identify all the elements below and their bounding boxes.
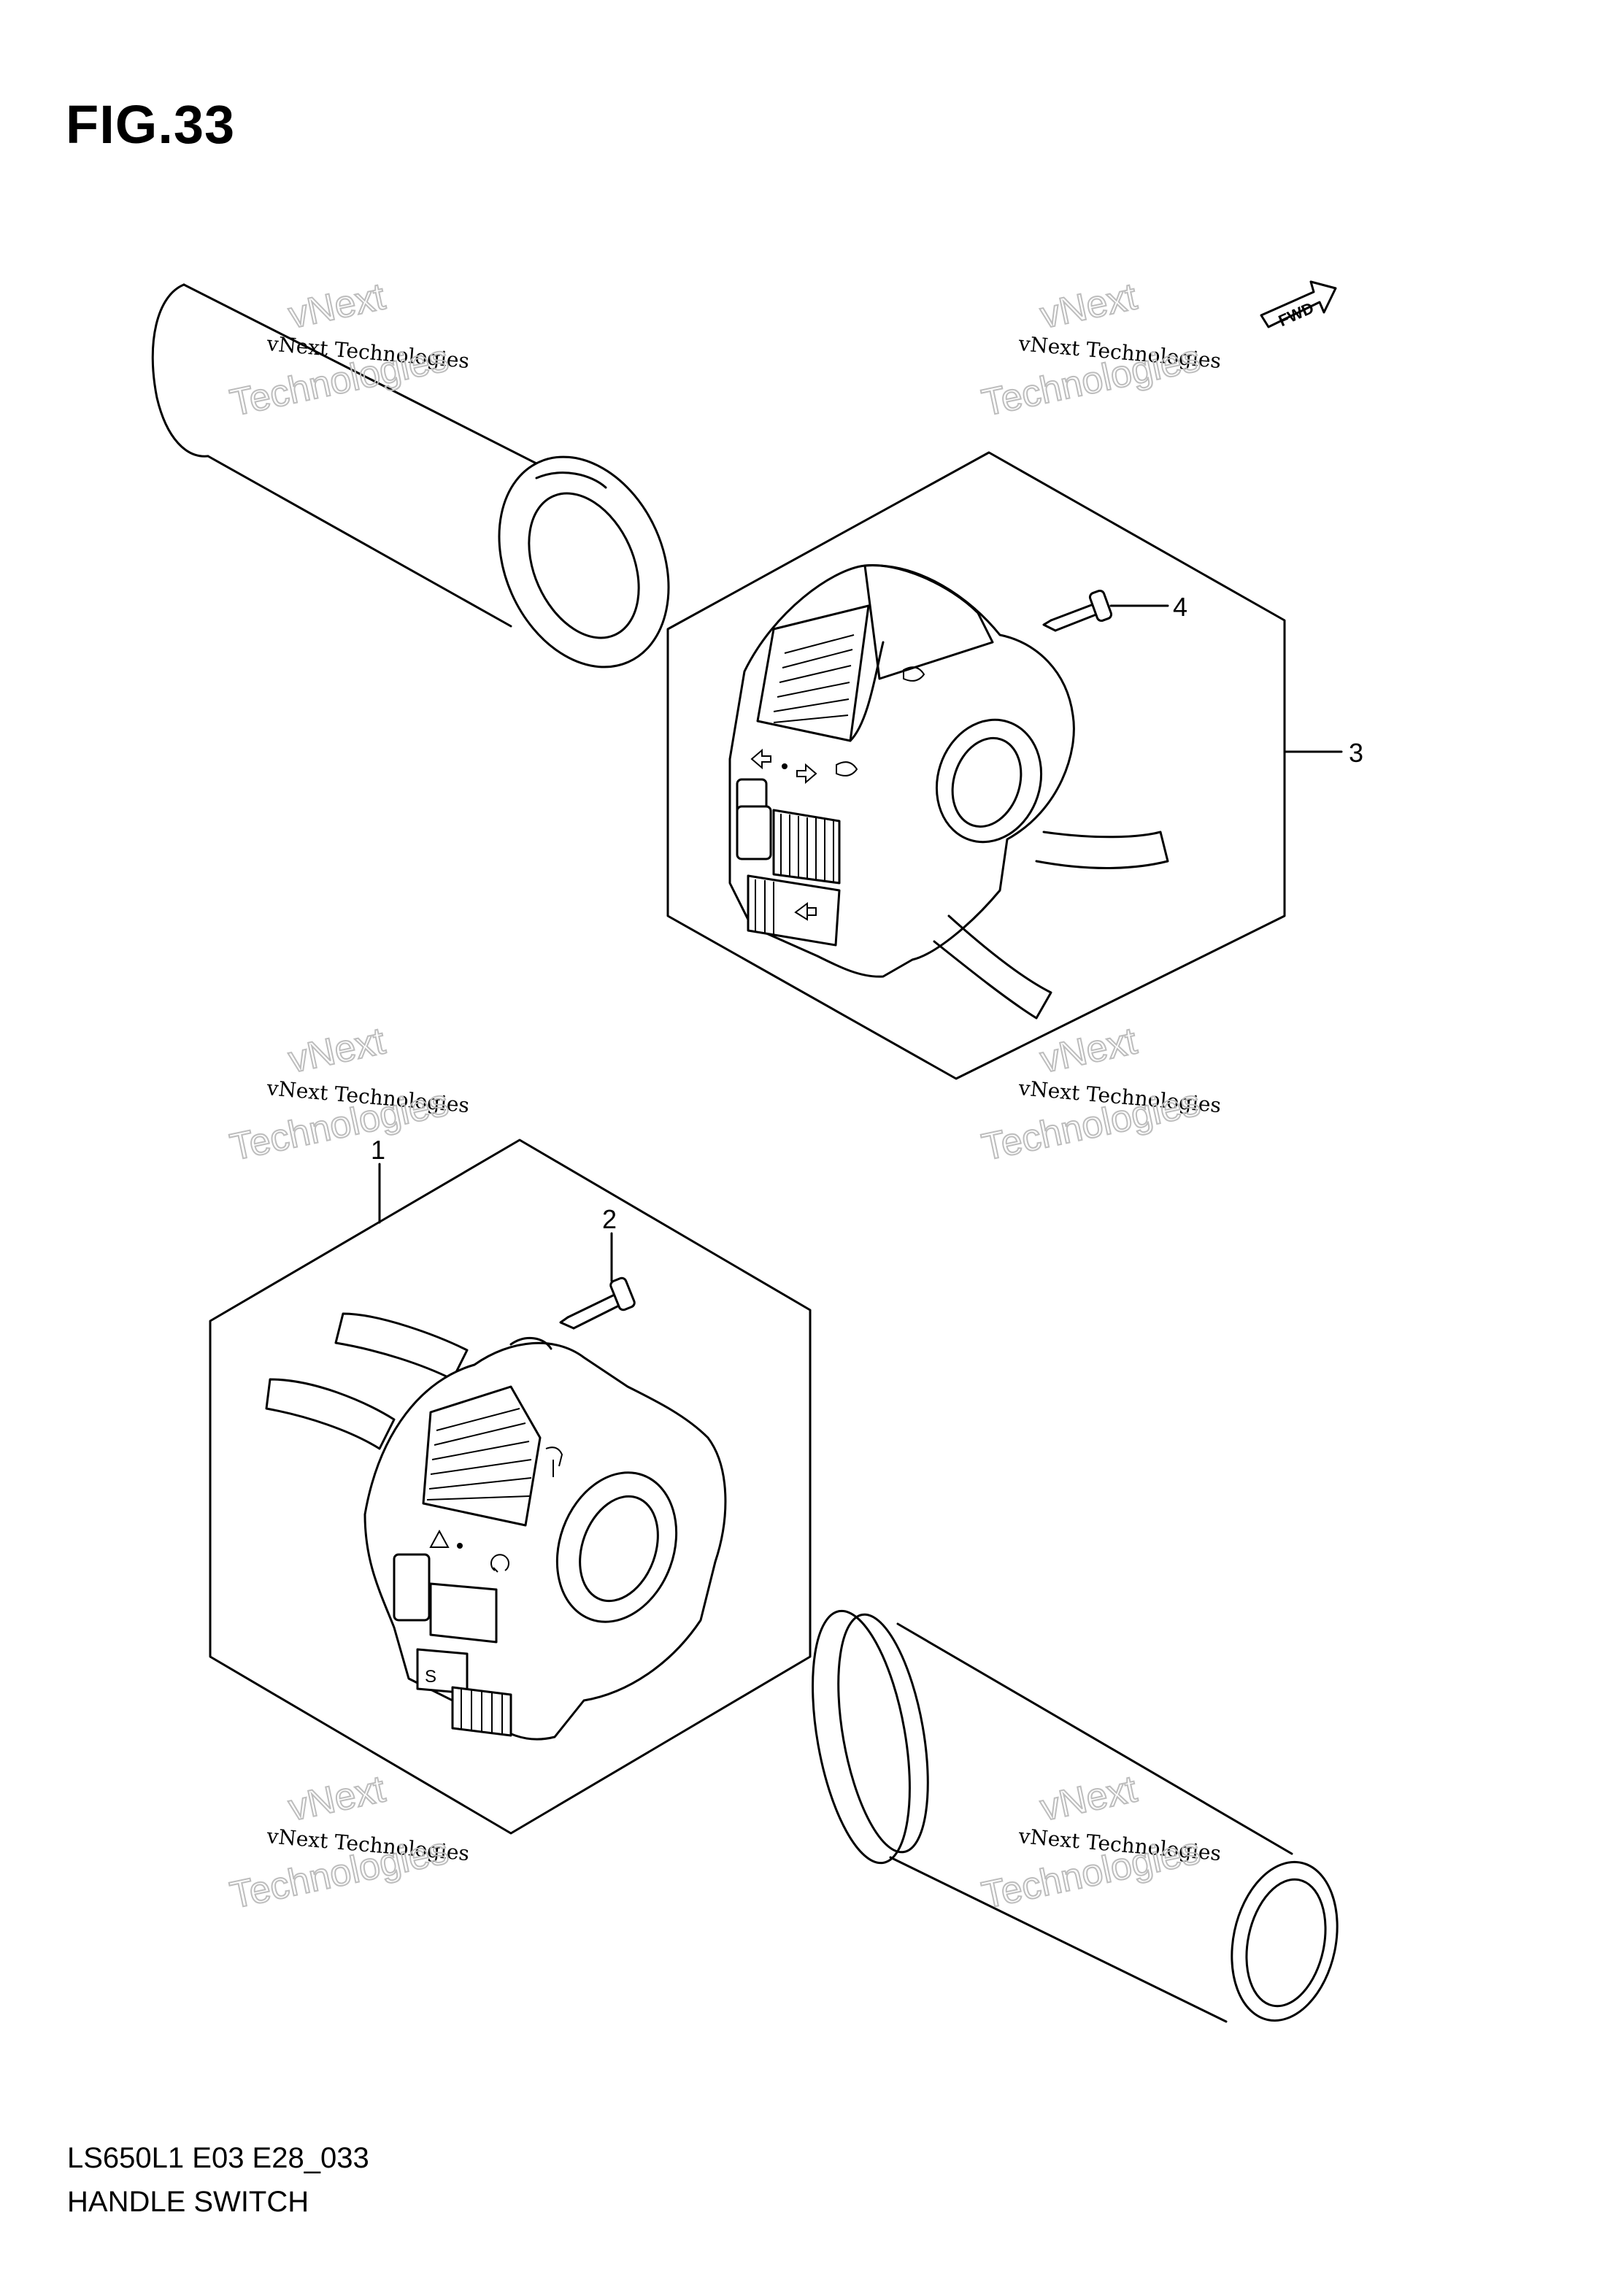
right-handle-switch <box>728 563 1169 1020</box>
callout-2: 2 <box>602 1204 617 1234</box>
screw-part-2 <box>559 1276 636 1330</box>
assembly-frame-1 <box>209 1139 812 1835</box>
svg-text:vNext: vNext <box>285 1768 389 1829</box>
left-handle-switch: S <box>265 1312 727 1741</box>
fwd-arrow-icon: FWD <box>1260 280 1337 330</box>
svg-text:vNext: vNext <box>1036 275 1141 336</box>
svg-text:vNext: vNext <box>1036 1768 1141 1829</box>
svg-text:S: S <box>425 1667 436 1687</box>
callout-3: 3 <box>1349 738 1363 768</box>
watermark-mid-right: vNext Technologies vNext Technologies <box>977 1019 1222 1169</box>
watermark-top-right: vNext Technologies vNext Technologies <box>977 274 1222 425</box>
assembly-frame-3 <box>666 451 1286 1080</box>
svg-text:vNext: vNext <box>285 1020 389 1081</box>
watermark-top-left: vNext Technologies vNext Technologies <box>226 274 470 425</box>
watermark-bottom-right: vNext Technologies vNext Technologies <box>977 1767 1222 1917</box>
diagram-code: LS650L1 E03 E28_033 <box>67 2142 369 2174</box>
watermark-bottom-left: vNext Technologies vNext Technologies <box>226 1767 470 1917</box>
watermark-mid-left: vNext Technologies vNext Technologies <box>226 1019 470 1169</box>
right-handlebar-grip <box>812 1609 1339 2023</box>
svg-text:vNext: vNext <box>285 275 389 336</box>
left-handlebar-grip <box>151 283 670 669</box>
diagram-name: HANDLE SWITCH <box>67 2186 309 2218</box>
callout-1: 1 <box>371 1135 385 1165</box>
figure-title: FIG.33 <box>66 94 236 155</box>
callout-4: 4 <box>1173 592 1187 622</box>
svg-text:vNext: vNext <box>1036 1020 1141 1081</box>
